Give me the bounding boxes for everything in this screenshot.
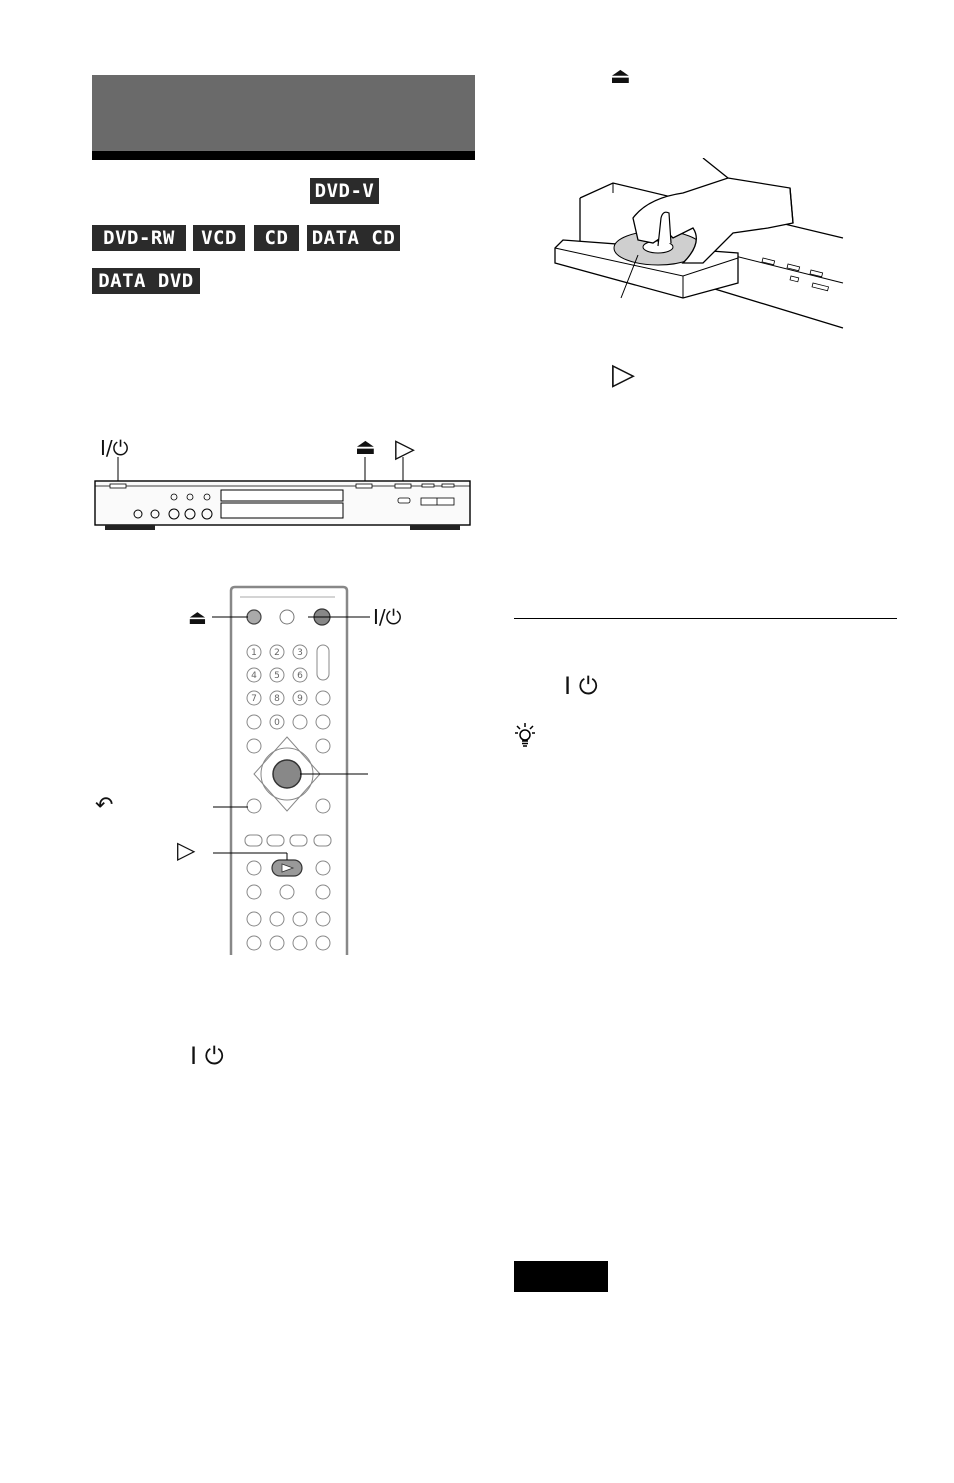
svg-text:3: 3 [297,648,303,658]
svg-text:5: 5 [274,671,280,681]
svg-text:9: 9 [297,694,303,704]
badge-dvd-v: DVD-V [310,178,379,204]
svg-text:6: 6 [297,671,303,681]
remote-return-label: ↶ [95,793,114,818]
title-bar [92,75,475,153]
step-play-symbol: ▷ [612,357,636,392]
step-power-off-symbol: I ⏻ [564,672,598,700]
remote-play-label: ▷ [177,836,196,864]
svg-text:2: 2 [274,648,280,658]
player-power-label: I/⏻ [100,436,129,460]
player-play-label: ▷ [395,434,415,464]
badge-vcd: VCD [193,225,245,251]
notes-label-box [514,1261,608,1292]
lightbulb-icon [515,723,535,747]
player-eject-label: ⏏ [355,435,376,460]
svg-text:1: 1 [251,648,257,658]
remote-callouts [212,616,370,860]
dvd-player-front-panel [94,457,471,530]
svg-text:4: 4 [251,671,257,681]
section-divider [514,618,897,619]
badge-cd: CD [254,225,299,251]
remote-power-label: I/⏻ [373,605,402,629]
badge-dvd-rw: DVD-RW [92,225,186,251]
title-rule [92,151,475,160]
step-eject-symbol: ⏏ [610,64,631,89]
disc-loading-illustration [554,158,844,329]
badge-data-dvd: DATA DVD [92,268,200,294]
svg-text:7: 7 [251,694,257,704]
remote-eject-label: ⏏ [188,605,207,629]
badge-data-cd: DATA CD [307,225,400,251]
svg-text:0: 0 [274,718,280,728]
svg-text:8: 8 [274,694,280,704]
remote-control: 1 2 3 4 5 6 7 8 9 0 [229,585,349,955]
step-power-on-symbol: I ⏻ [190,1042,224,1070]
